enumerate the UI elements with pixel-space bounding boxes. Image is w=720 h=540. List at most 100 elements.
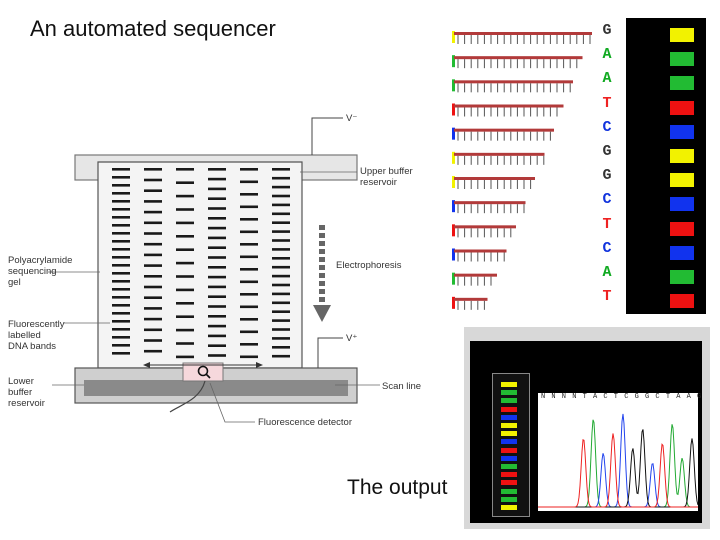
gel-band — [144, 307, 162, 310]
gel-band — [144, 200, 162, 203]
gel-band — [112, 296, 130, 299]
gel-band — [208, 305, 226, 308]
gel-band — [176, 194, 194, 198]
gel-band — [240, 255, 258, 259]
chromatogram-screen: N N N N T A C T C G G C T A A G — [470, 341, 702, 523]
sequence-letter: G — [602, 22, 612, 39]
electrophoresis-label: Electrophoresis — [336, 260, 402, 271]
base-color-cell — [670, 173, 694, 188]
gel-band — [208, 344, 226, 347]
fragment-backbone — [454, 104, 564, 108]
fluorescent-dye-tag — [452, 151, 455, 164]
gel-band — [240, 243, 258, 246]
sequence-letter: A — [602, 70, 612, 88]
strip-color-cell — [501, 414, 517, 420]
upper-buffer-label: Upper buffer reservoir — [360, 166, 413, 188]
strip-color-cell — [501, 431, 517, 437]
dna-fragment — [452, 79, 573, 93]
gel-band — [112, 208, 130, 211]
gel-band — [240, 330, 258, 334]
gel-band — [112, 264, 130, 267]
gel-band — [240, 268, 258, 271]
sequence-letter: T — [602, 94, 612, 112]
dna-fragment — [452, 151, 545, 165]
dna-fragment-ladder — [452, 31, 592, 310]
gel-band — [176, 355, 194, 359]
base-color-cell — [670, 28, 694, 42]
gel-band — [272, 328, 290, 331]
gel-band — [112, 280, 130, 283]
strip-color-cell — [501, 464, 517, 469]
gel-apparatus-diagram — [48, 117, 380, 423]
fragment-backbone — [454, 177, 535, 180]
gel-band — [112, 344, 130, 347]
gel-band — [144, 189, 162, 192]
gel-band — [208, 354, 226, 357]
gel-band — [272, 346, 290, 349]
gel-band — [272, 337, 290, 340]
gel-band — [272, 257, 290, 260]
sequence-letter: C — [602, 191, 612, 209]
gel-band — [240, 218, 258, 221]
gel-band — [272, 221, 290, 224]
fragment-backbone — [454, 80, 573, 84]
gel-band — [112, 176, 130, 179]
gel-band — [112, 168, 130, 171]
base-color-cell — [670, 149, 694, 163]
dna-fragment — [452, 224, 516, 238]
dna-fragment — [452, 55, 583, 69]
sequence-letter: C — [602, 118, 612, 136]
gel-band — [240, 180, 258, 184]
gel-band — [272, 354, 290, 358]
gel-band — [112, 216, 130, 219]
gel-band — [272, 203, 290, 207]
gel-band — [144, 232, 162, 235]
gel-band — [240, 355, 258, 359]
gel-band — [176, 221, 194, 225]
gel-band — [272, 230, 290, 233]
dna-fragment — [452, 200, 526, 214]
strip-color-cell — [501, 480, 517, 486]
strip-color-cell — [501, 472, 517, 478]
base-color-cell — [670, 124, 694, 139]
gel-band — [208, 246, 226, 249]
strip-color-cell — [501, 505, 517, 510]
chromatogram-panel: N N N N T A C T C G G C T A A G — [464, 327, 710, 529]
gel-band — [112, 336, 130, 339]
gel-band — [208, 275, 226, 279]
fluorescent-dye-tag — [452, 31, 455, 43]
gel-band — [272, 274, 290, 278]
gel-band — [208, 177, 226, 181]
fluorescent-dye-tag — [452, 55, 455, 68]
strip-color-cell — [501, 382, 517, 387]
fragment-backbone — [454, 249, 507, 253]
fluorescent-dye-tag — [452, 272, 455, 285]
gel-band — [272, 212, 290, 216]
scan-line-label: Scan line — [382, 381, 422, 392]
gel-band — [208, 315, 226, 318]
gel-band — [112, 184, 130, 187]
gel-band — [176, 181, 194, 184]
strip-color-cell — [501, 447, 517, 453]
strip-color-cell — [501, 439, 517, 445]
base-color-cell — [670, 221, 694, 236]
gel-band — [240, 318, 258, 321]
gel-band — [144, 296, 162, 299]
sequence-letter: A — [602, 264, 612, 281]
fragment-backbone — [454, 32, 592, 35]
gel-band — [144, 285, 162, 289]
gel-band — [176, 235, 194, 238]
gel-band — [144, 275, 162, 278]
gel-band — [208, 324, 226, 328]
voltage-top-label: V⁻ — [346, 113, 358, 124]
voltage-bottom-label: V⁺ — [346, 333, 358, 344]
dna-fragment — [452, 248, 507, 262]
fluorescent-dye-tag — [452, 127, 455, 140]
base-color-cell — [670, 270, 694, 284]
gel-band — [176, 261, 194, 265]
gel-band — [112, 200, 130, 203]
fragment-backbone — [454, 56, 583, 60]
chromatogram-traces — [538, 413, 699, 508]
gel-band — [144, 264, 162, 267]
gel-band — [208, 334, 226, 338]
